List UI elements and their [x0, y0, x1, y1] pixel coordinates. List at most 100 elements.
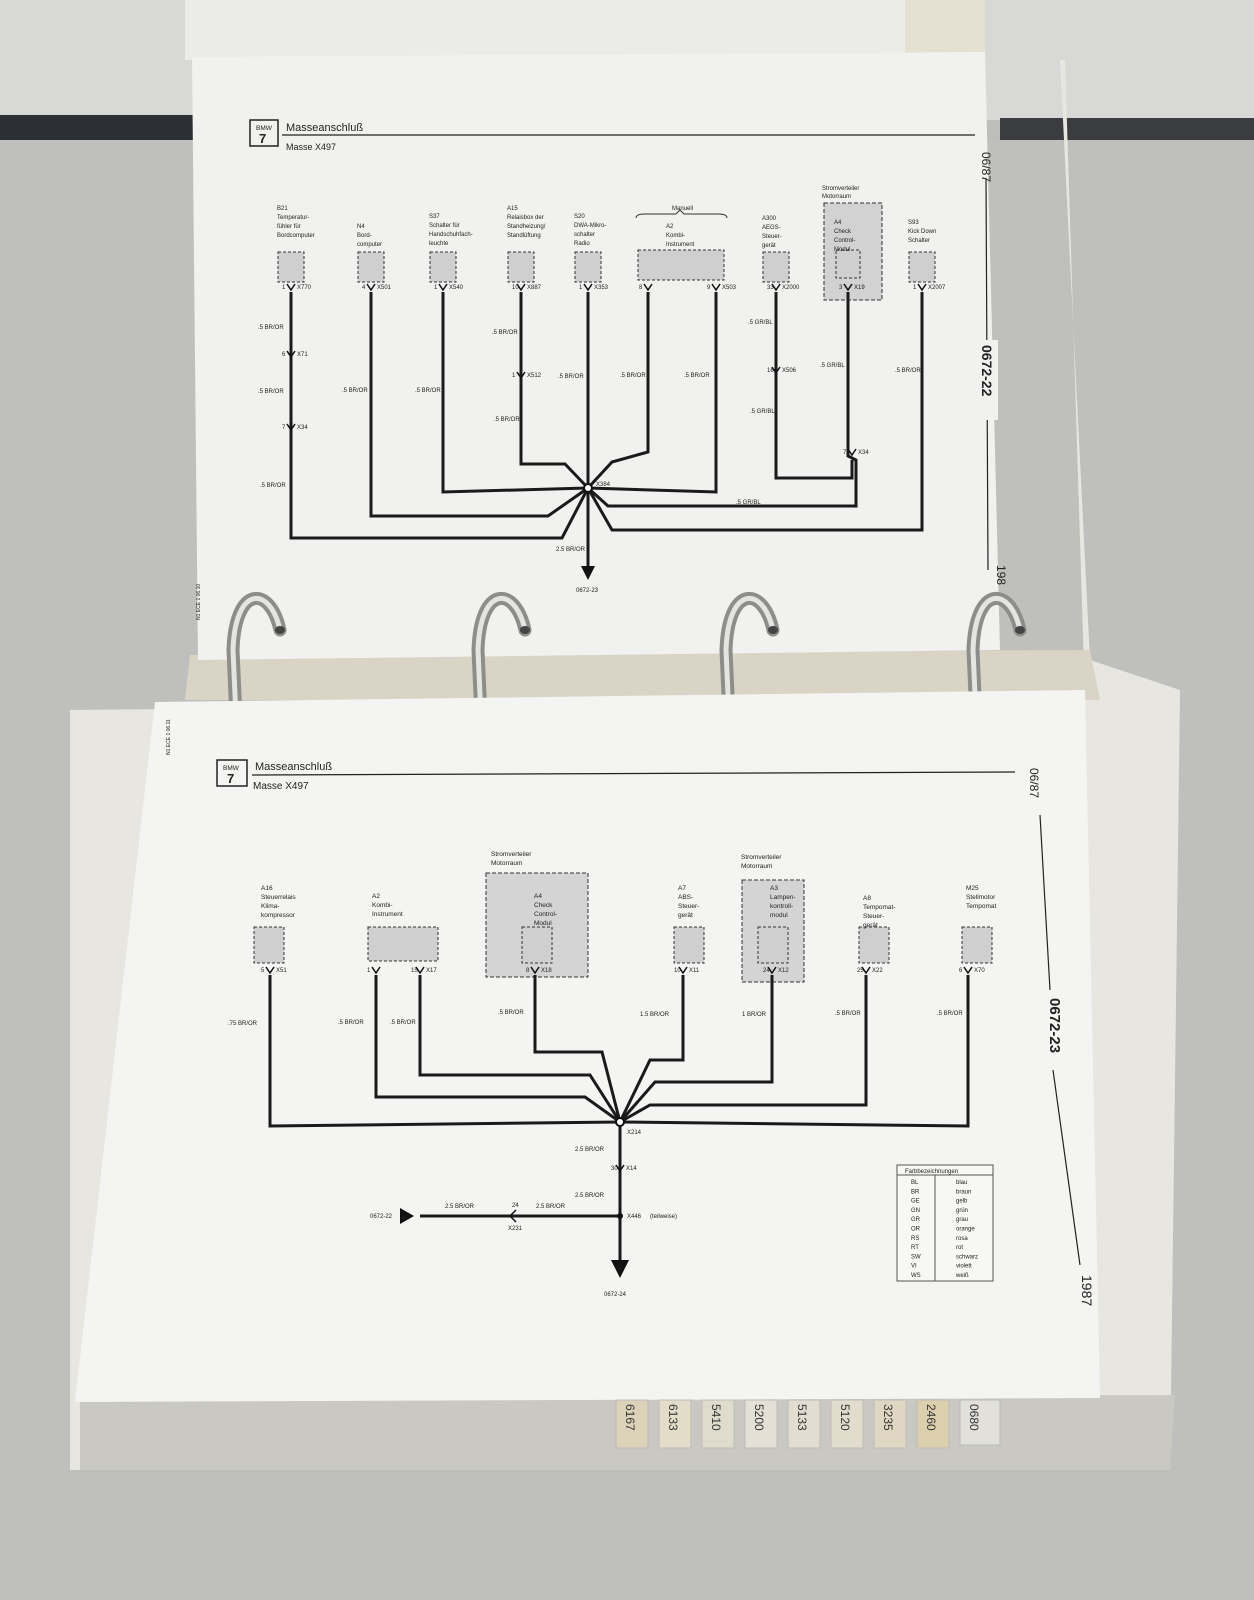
index-tab-3235[interactable]: 3235: [873, 1399, 907, 1449]
connector-id: X503: [722, 285, 737, 291]
page-year: 1987: [1079, 1275, 1095, 1306]
splice-point: [617, 1213, 623, 1219]
bottom-wiring-diagram: A16SteuerrelaisKlima-kompressorA2Kombi-I…: [228, 851, 997, 1298]
component-label: Tempomat-: [863, 904, 896, 911]
index-tab-5120[interactable]: 5120: [830, 1399, 864, 1449]
ring-highlight: [723, 595, 776, 743]
index-tab-0680[interactable]: 0680: [959, 1399, 1001, 1446]
index-tab-2460[interactable]: 2460: [916, 1399, 950, 1449]
ground-point: [583, 483, 593, 493]
connector-id: X2000: [782, 285, 800, 291]
wire: [586, 292, 650, 490]
index-tab-5133[interactable]: 5133: [787, 1399, 821, 1449]
component-label: S20: [574, 214, 585, 220]
connector-icon: [615, 1164, 625, 1173]
component-label: Steuer-: [762, 234, 782, 240]
wire: [533, 975, 622, 1123]
wire: [374, 975, 621, 1124]
component-label: Klima-: [261, 903, 279, 910]
side-rule: [1039, 814, 1051, 991]
legend-code: VI: [911, 1264, 917, 1270]
component-label: Kombi-: [666, 233, 685, 239]
bottom-page-sheet: [75, 690, 1100, 1402]
component-label: A300: [762, 216, 777, 222]
component-box: [574, 251, 602, 283]
legend-color-name: violett: [956, 1264, 972, 1270]
component-label: Control-: [534, 911, 557, 918]
pin-number: 10: [674, 968, 681, 974]
connector-id: X51: [276, 968, 287, 974]
connector-id: X501: [377, 285, 392, 291]
connector-id: X71: [297, 352, 308, 358]
pin-number: 1: [579, 285, 583, 291]
index-tab-5200[interactable]: 5200: [744, 1399, 778, 1449]
tab-body: [615, 1399, 649, 1449]
pin-number: 24: [512, 1203, 519, 1209]
wire-label: .75 BR/OR: [228, 1021, 258, 1027]
component-label: Lampen-: [770, 894, 796, 901]
wire-label: .5 BR/OR: [342, 388, 368, 394]
legend-color-name: gelb: [956, 1199, 968, 1205]
arrow-down-icon: [581, 566, 595, 580]
connector-id: X12: [778, 968, 789, 974]
pin-number: 3: [839, 285, 843, 291]
pin-number: 6: [959, 968, 963, 974]
outer-box-label: Stromverteiler: [822, 186, 859, 192]
connector-id: X540: [449, 285, 464, 291]
component-label: gerät: [863, 922, 878, 929]
component-label: A4: [834, 220, 842, 226]
wall-dark-band: [0, 115, 200, 143]
top-page: BMW 7 Masseanschluß Masse X497 06/87 067…: [192, 52, 1008, 660]
index-tab-6167[interactable]: 6167: [615, 1399, 649, 1449]
connector-icon: [371, 966, 381, 975]
connector-icon: [438, 283, 448, 292]
ground-point: [615, 1117, 625, 1127]
legend-color-name: blau: [956, 1180, 967, 1186]
wire: [618, 975, 685, 1123]
pin-number: 5: [261, 968, 265, 974]
connector-id: X770: [297, 285, 312, 291]
component-box: [367, 926, 439, 962]
component-label: A16: [261, 885, 273, 892]
legend-color-name: grün: [956, 1208, 968, 1214]
component-label: Bord-: [357, 233, 372, 239]
binder-ring: [226, 591, 287, 747]
index-tab-6133[interactable]: 6133: [658, 1399, 692, 1449]
wire: [586, 292, 858, 508]
component-label: Relaisbox der: [507, 215, 544, 221]
top-page-sheet: [192, 52, 1000, 660]
footer-code: N1 ECE 1 06.10: [196, 584, 202, 620]
connector-icon: [767, 966, 777, 975]
legend-color-name: braun: [956, 1189, 971, 1195]
tab-body: [959, 1399, 1001, 1446]
component-label: kompressor: [261, 912, 296, 919]
code-bg: [978, 340, 998, 420]
page-subtitle: Masse X497: [253, 781, 309, 792]
component-label: Temperatur-: [277, 215, 309, 221]
component-label: modul: [770, 912, 788, 919]
legend-code: WS: [911, 1273, 921, 1279]
wire-label: .5 BR/OR: [258, 389, 284, 395]
component-box: [637, 249, 725, 281]
index-tab-5410[interactable]: 5410: [701, 1399, 735, 1449]
connector-id: X70: [974, 968, 985, 974]
tab-body: [830, 1399, 864, 1449]
page-subtitle: Masse X497: [286, 142, 336, 152]
wire-label: 2.5 BR/OR: [575, 1147, 605, 1153]
back-sheet: [185, 0, 905, 60]
ring-highlight: [475, 595, 528, 743]
arrow-label: A: [586, 572, 590, 578]
page-code: 0672-22: [979, 345, 995, 397]
component-label: schalter: [574, 232, 595, 238]
wire-label: .5 BR/OR: [895, 368, 921, 374]
component-box: [429, 251, 457, 283]
connector-icon: [711, 283, 721, 292]
legend-code: SW: [911, 1254, 921, 1260]
wire-label: .5 BR/OR: [937, 1011, 963, 1017]
